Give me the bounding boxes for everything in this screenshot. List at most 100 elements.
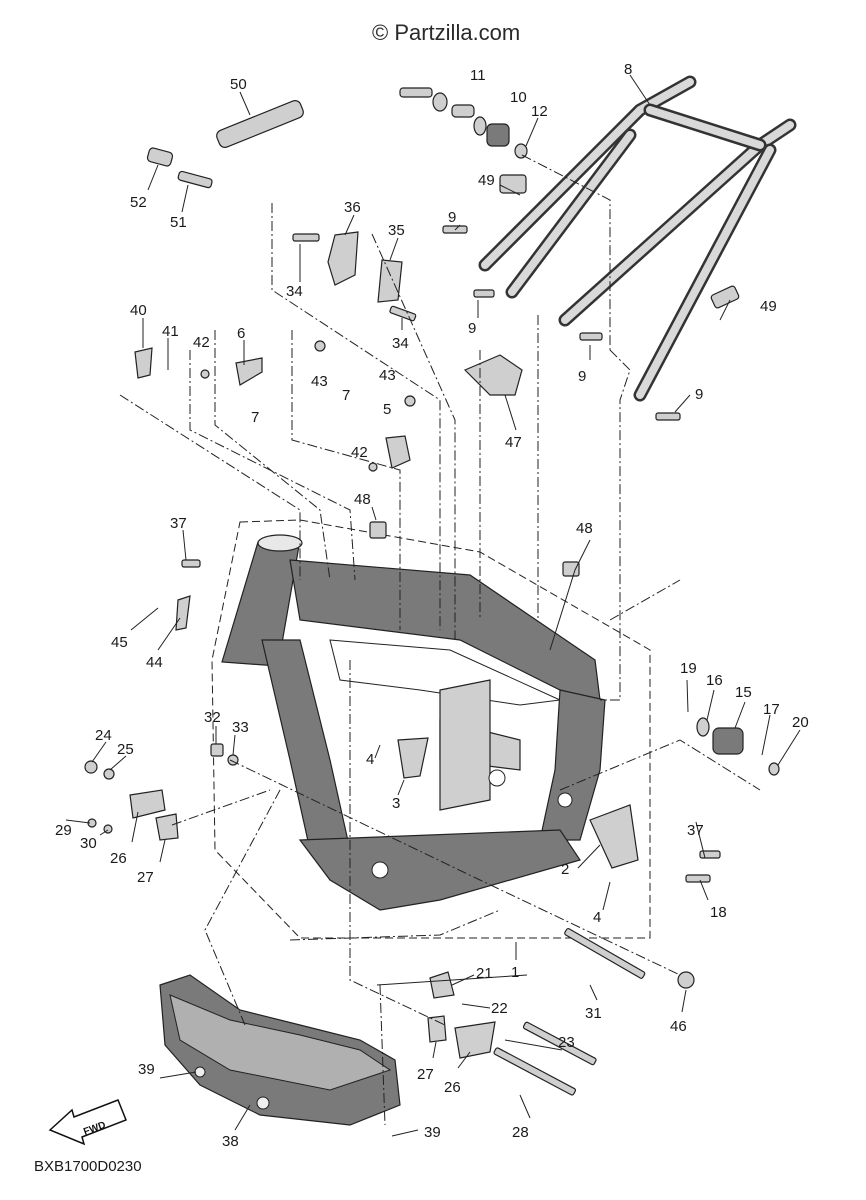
diagram-code: BXB1700D0230 (34, 1158, 142, 1175)
callout-7-a: 7 (251, 409, 259, 426)
callout-50: 50 (230, 76, 247, 93)
part-23-bolt[interactable] (522, 1021, 597, 1066)
callout-33: 33 (232, 719, 249, 736)
frame-assembly-boundary (211, 519, 651, 939)
callout-7-b: 7 (342, 387, 350, 404)
callout-41: 41 (162, 323, 179, 340)
callout-49-upper: 49 (478, 172, 495, 189)
callout-40: 40 (130, 302, 147, 319)
part-18-bolt[interactable] (685, 874, 711, 883)
callout-8: 8 (624, 61, 632, 78)
callout-36: 36 (344, 199, 361, 216)
callout-45: 45 (111, 634, 128, 651)
callout-19: 19 (680, 660, 697, 677)
callout-25: 25 (117, 741, 134, 758)
callout-52: 52 (130, 194, 147, 211)
callout-26-left: 26 (110, 850, 127, 867)
main-frame[interactable] (221, 534, 606, 911)
part-34-bolt-a[interactable] (292, 233, 320, 242)
rear-subframe[interactable] (478, 75, 797, 402)
callout-39-left: 39 (138, 1061, 155, 1078)
part-9-bolt-c[interactable] (579, 332, 603, 341)
part-52-collar[interactable] (146, 147, 174, 167)
part-42-screw-b[interactable] (368, 462, 378, 472)
part-34-bolt-b[interactable] (389, 305, 417, 322)
fwd-arrow-icon: FWD (48, 1099, 127, 1146)
part-36-bracket[interactable] (327, 231, 359, 286)
callout-22: 22 (491, 1000, 508, 1017)
part-28-bolt[interactable] (493, 1047, 577, 1096)
part-26-mount-left[interactable] (129, 789, 166, 819)
part-20-cap[interactable] (768, 762, 780, 776)
part-47-bracket[interactable] (463, 354, 523, 396)
part-6-clip[interactable] (235, 357, 263, 386)
callout-26-lower: 26 (444, 1079, 461, 1096)
callout-9-d: 9 (695, 386, 703, 403)
part-44-bracket[interactable] (175, 595, 191, 631)
part-15-bushing[interactable] (712, 727, 744, 755)
part-43-nut-b[interactable] (404, 395, 416, 407)
callout-24: 24 (95, 727, 112, 744)
callout-16: 16 (706, 672, 723, 689)
part-32-collar[interactable] (210, 743, 224, 757)
callout-48-b: 48 (576, 520, 593, 537)
callout-35: 35 (388, 222, 405, 239)
part-50-bracket[interactable] (215, 99, 305, 149)
part-3-bracket[interactable] (397, 737, 429, 779)
callout-23: 23 (558, 1034, 575, 1051)
callout-28: 28 (512, 1124, 529, 1141)
part-49-guard-upper[interactable] (499, 174, 527, 194)
part-9-bolt-d[interactable] (655, 412, 681, 421)
part-40-clamp[interactable] (134, 347, 153, 379)
part-2-bracket[interactable] (589, 804, 639, 869)
callout-43-b: 43 (379, 367, 396, 384)
part-51-pin[interactable] (177, 170, 213, 189)
callout-6: 6 (237, 325, 245, 342)
callout-18: 18 (710, 904, 727, 921)
callout-20: 20 (792, 714, 809, 731)
callout-21: 21 (476, 965, 493, 982)
part-25-washer[interactable] (103, 768, 115, 780)
callout-27-left: 27 (137, 869, 154, 886)
callout-1: 1 (511, 964, 519, 981)
callout-29: 29 (55, 822, 72, 839)
part-35-bracket[interactable] (377, 259, 403, 303)
callout-34-b: 34 (392, 335, 409, 352)
callout-32: 32 (204, 709, 221, 726)
callout-34-a: 34 (286, 283, 303, 300)
callout-5: 5 (383, 401, 391, 418)
part-46-nut[interactable] (677, 971, 695, 989)
part-49-guard-lower[interactable] (710, 285, 740, 309)
part-16-washer[interactable] (696, 717, 710, 737)
callout-46: 46 (670, 1018, 687, 1035)
callout-42-b: 42 (351, 444, 368, 461)
part-24-nut[interactable] (84, 760, 98, 774)
part-37-bolt-left[interactable] (181, 559, 201, 568)
part-48-clip-a[interactable] (369, 521, 387, 539)
skid-plate[interactable] (159, 974, 401, 1126)
callout-37-right: 37 (687, 822, 704, 839)
callout-15: 15 (735, 684, 752, 701)
callout-37-left: 37 (170, 515, 187, 532)
part-31-bolt[interactable] (564, 928, 646, 979)
part-9-bolt-b[interactable] (473, 289, 495, 298)
part-27-mount-lower[interactable] (427, 1015, 447, 1043)
part-27-mount-left[interactable] (155, 813, 179, 841)
callout-4-a: 4 (366, 751, 374, 768)
part-42-screw-a[interactable] (200, 369, 210, 379)
part-5-clamp[interactable] (385, 435, 411, 469)
leader-lines (65, 74, 801, 1137)
part-43-nut-a[interactable] (314, 340, 326, 352)
callout-30: 30 (80, 835, 97, 852)
callout-10: 10 (510, 89, 527, 106)
callout-2: 2 (561, 861, 569, 878)
part-26-mount-lower[interactable] (454, 1021, 496, 1059)
part-21-clamp[interactable] (429, 971, 455, 999)
callout-38: 38 (222, 1133, 239, 1150)
callout-9-c: 9 (578, 368, 586, 385)
callout-44: 44 (146, 654, 163, 671)
callout-17: 17 (763, 701, 780, 718)
collar-group[interactable] (399, 87, 528, 159)
callout-9-b: 9 (468, 320, 476, 337)
part-48-clip-b[interactable] (562, 561, 580, 577)
